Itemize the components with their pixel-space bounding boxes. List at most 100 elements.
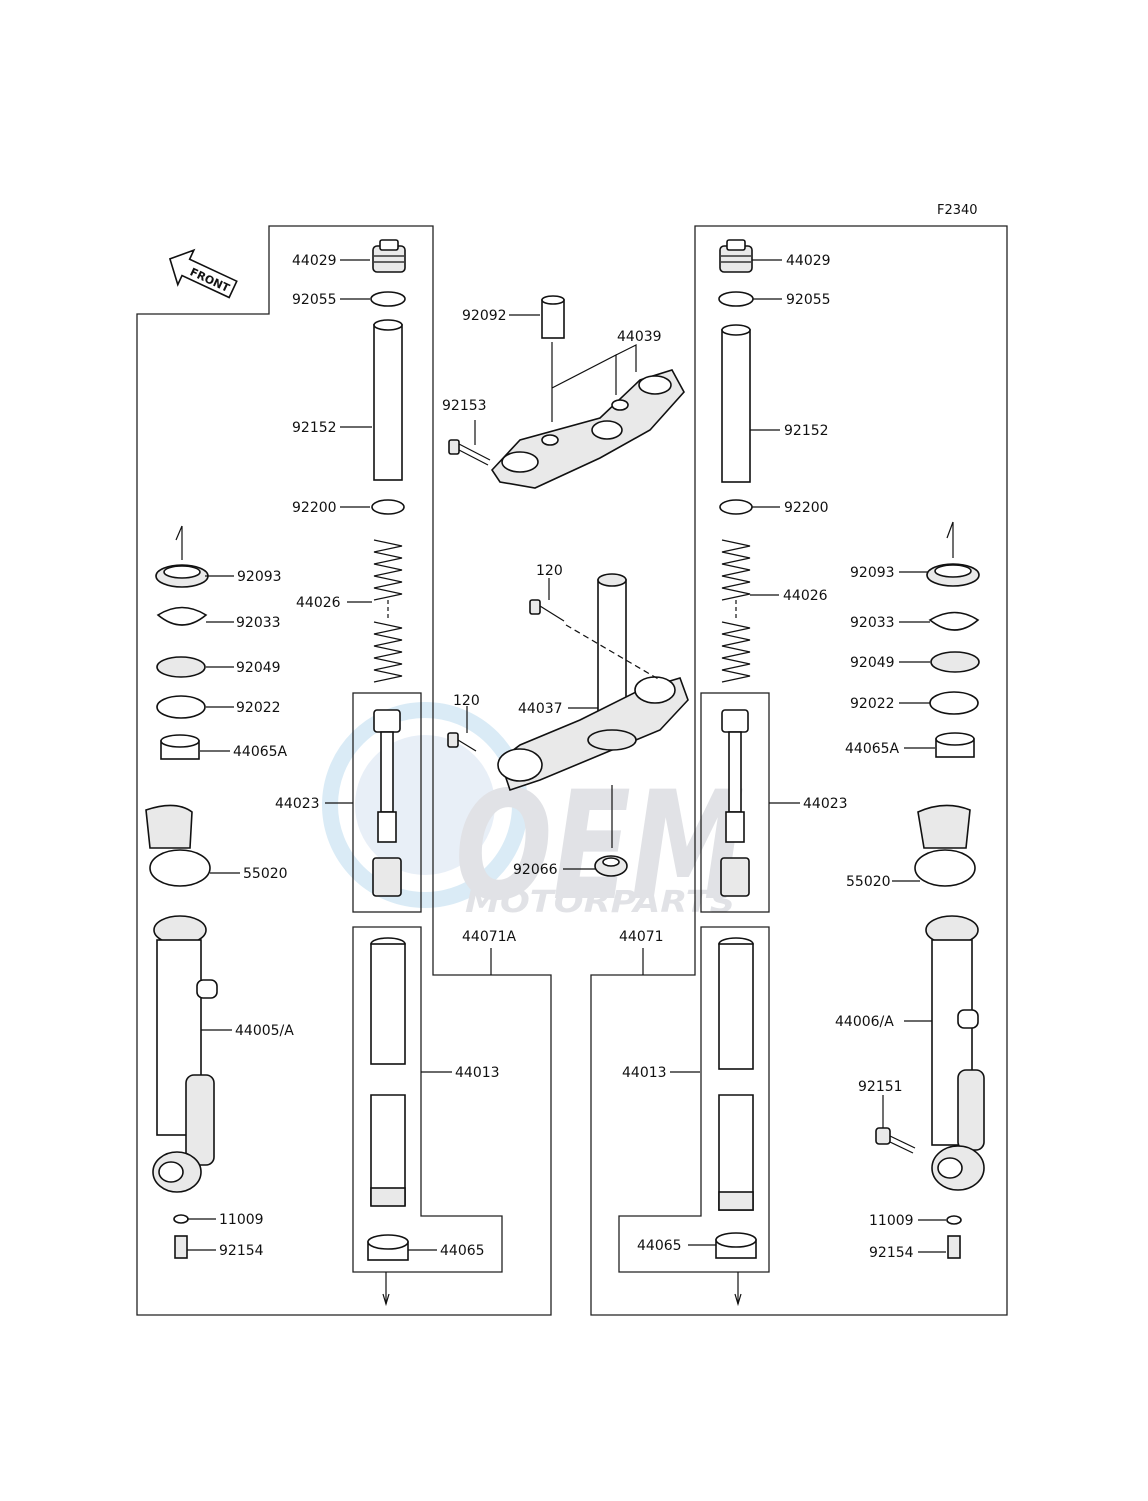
inner-tube-part <box>370 937 406 1207</box>
collar-part <box>541 295 565 339</box>
left-fork-frame <box>136 225 552 1316</box>
fork-guard-part <box>914 804 976 887</box>
label-92055: 92055 <box>786 292 831 308</box>
bolt-120-lower <box>447 732 477 752</box>
guide-bush-part <box>715 1232 757 1259</box>
spring-upper-part <box>373 539 403 601</box>
dust-seal-part <box>926 521 980 587</box>
label-44026: 44026 <box>783 588 828 604</box>
washer-small-part <box>173 1214 189 1224</box>
bolt-120-upper <box>529 599 565 622</box>
label-92049: 92049 <box>850 655 895 671</box>
watermark-brand: OEM <box>455 760 745 934</box>
label-92033: 92033 <box>236 615 281 631</box>
clip-part <box>928 611 980 631</box>
label-92066: 92066 <box>513 862 558 878</box>
cap-bolt-part <box>372 239 406 273</box>
label-44029: 44029 <box>292 253 337 269</box>
bushing-part <box>935 732 975 758</box>
label-44071A: 44071A <box>462 929 517 945</box>
cartridge-part <box>372 709 402 897</box>
arrow-head <box>382 1293 390 1307</box>
spring-lower-part <box>721 621 751 683</box>
inner-tube-part <box>718 937 754 1211</box>
bolt-92153-part <box>448 439 491 466</box>
clip-part <box>156 606 208 626</box>
label-92049: 92049 <box>236 660 281 676</box>
o-ring-part <box>718 291 754 307</box>
pipe-part <box>721 324 751 483</box>
spring-upper-part <box>721 539 751 601</box>
cap-bolt-part <box>719 239 753 273</box>
label-44071: 44071 <box>619 929 664 945</box>
label-92200: 92200 <box>292 500 337 516</box>
dust-seal-part <box>155 525 209 588</box>
label-44037: 44037 <box>518 701 563 717</box>
left-44013-box <box>352 926 503 1273</box>
label-44065: 44065 <box>440 1243 485 1259</box>
label-92200: 92200 <box>784 500 829 516</box>
label-44013: 44013 <box>622 1065 667 1081</box>
washer-small-part <box>946 1215 962 1225</box>
label-44005A: 44005/A <box>235 1023 294 1039</box>
bolt-part <box>174 1235 188 1259</box>
upper-bracket-part <box>490 369 685 489</box>
leaders-right <box>670 259 946 1253</box>
dash-line <box>565 624 661 681</box>
steering-stem-part <box>497 573 689 792</box>
label-92093: 92093 <box>850 565 895 581</box>
label-44065A: 44065A <box>845 741 900 757</box>
leaders-left <box>187 259 644 1251</box>
label-55020: 55020 <box>243 866 288 882</box>
right-fork-frame <box>590 225 1008 1316</box>
o-ring-part <box>370 291 406 307</box>
spring-lower-part <box>373 621 403 683</box>
label-92151: 92151 <box>858 1079 903 1095</box>
front-arrow-icon: FRONT <box>168 248 238 299</box>
label-44065: 44065 <box>637 1238 682 1254</box>
oil-seal-part <box>930 651 980 673</box>
ring-part <box>929 691 979 715</box>
label-120-lower: 120 <box>453 693 480 709</box>
pipe-part <box>373 319 403 481</box>
label-92022: 92022 <box>850 696 895 712</box>
ring-part <box>156 695 206 719</box>
label-11009: 11009 <box>219 1212 264 1228</box>
label-55020: 55020 <box>846 874 891 890</box>
label-44013: 44013 <box>455 1065 500 1081</box>
label-92093: 92093 <box>237 569 282 585</box>
washer-part <box>719 499 753 515</box>
bushing-part <box>160 734 200 760</box>
arrow-head <box>734 1293 742 1307</box>
diagram-code: F2340 <box>937 203 978 218</box>
outer-tube-part <box>925 915 985 1191</box>
label-92152: 92152 <box>292 420 337 436</box>
guide-bush-part <box>367 1234 409 1261</box>
label-44065A: 44065A <box>233 744 288 760</box>
fork-guard-part <box>145 804 211 887</box>
right-44013-box <box>618 926 770 1273</box>
label-92092: 92092 <box>462 308 507 324</box>
bolt-part <box>947 1235 961 1259</box>
leader-44039-c <box>615 344 637 372</box>
watermark-sub: MOTORPARTS <box>465 885 735 920</box>
label-44023: 44023 <box>275 796 320 812</box>
label-44026: 44026 <box>296 595 341 611</box>
label-92154: 92154 <box>219 1243 264 1259</box>
label-44039: 44039 <box>617 329 662 345</box>
nut-part <box>594 855 628 877</box>
label-92152: 92152 <box>784 423 829 439</box>
cartridge-part <box>720 709 750 897</box>
label-92055: 92055 <box>292 292 337 308</box>
label-44023: 44023 <box>803 796 848 812</box>
label-11009: 11009 <box>869 1213 914 1229</box>
washer-part <box>371 499 405 515</box>
outer-tube-part <box>152 915 218 1193</box>
oil-seal-part <box>156 656 206 678</box>
label-92033: 92033 <box>850 615 895 631</box>
label-92154: 92154 <box>869 1245 914 1261</box>
label-44029: 44029 <box>786 253 831 269</box>
label-92022: 92022 <box>236 700 281 716</box>
label-120-upper: 120 <box>536 563 563 579</box>
